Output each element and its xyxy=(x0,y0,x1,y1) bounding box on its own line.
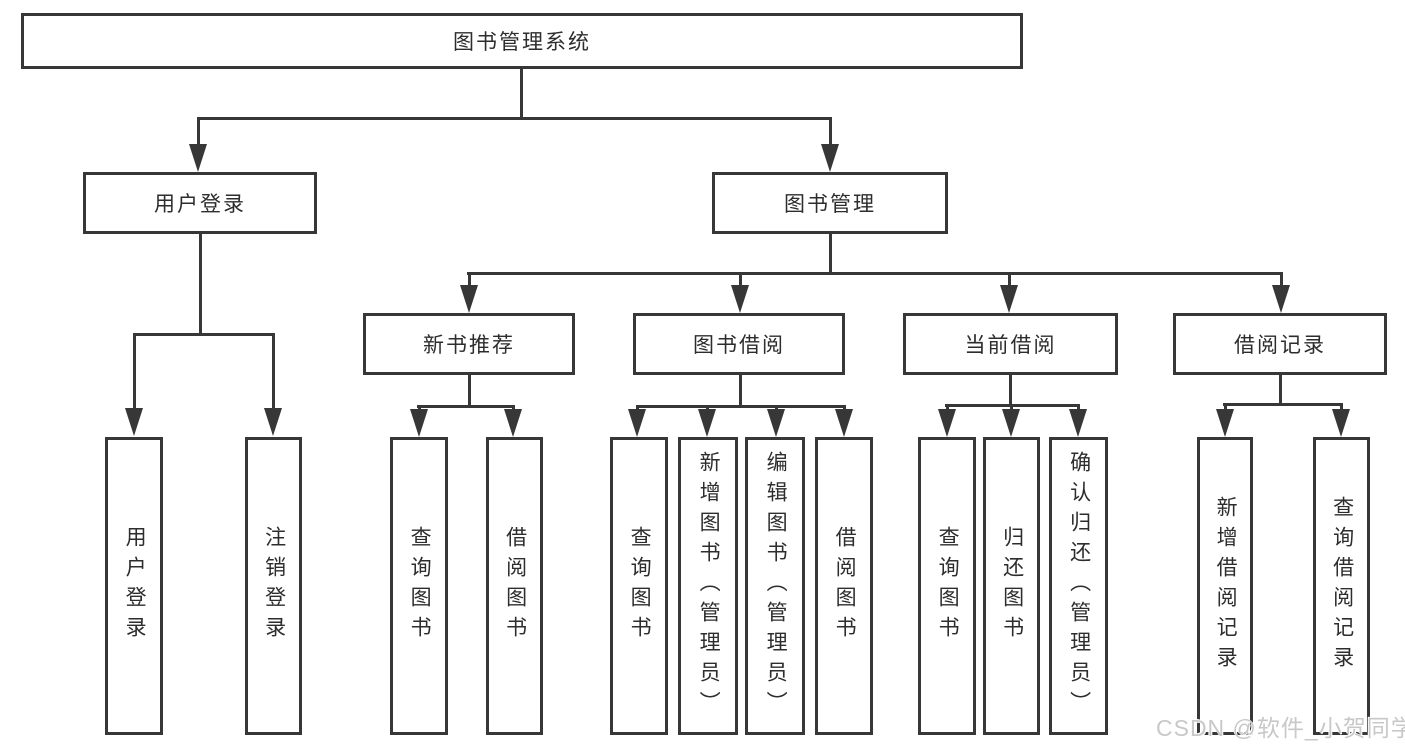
arrow-down-icon xyxy=(1216,409,1234,437)
arrow-down-icon xyxy=(1000,285,1018,313)
connector-line xyxy=(829,117,832,147)
connector-line xyxy=(1279,375,1282,405)
node-user-login-label: 用户登录 xyxy=(154,193,246,216)
connector-line xyxy=(1008,272,1011,288)
node-leaf-query-books-borrow: 查询图书 xyxy=(610,437,668,735)
connector-line xyxy=(1224,403,1227,413)
connector-line xyxy=(1280,272,1283,288)
node-current-borrowing: 当前借阅 xyxy=(903,313,1118,375)
connector-line xyxy=(133,333,136,411)
node-leaf-add-book-admin: 新增图书（管理员） xyxy=(678,437,738,735)
connector-line xyxy=(636,405,846,408)
arrow-down-icon xyxy=(767,409,785,437)
connector-line xyxy=(197,117,200,147)
watermark: CSDN @软件_小贺同学 xyxy=(1156,715,1405,741)
node-current-borrowing-label: 当前借阅 xyxy=(964,334,1057,357)
arrow-down-icon xyxy=(938,409,956,437)
node-library-system-label: 图书管理系统 xyxy=(453,31,591,54)
arrow-down-icon xyxy=(835,409,853,437)
node-book-management: 图书管理 xyxy=(712,172,948,234)
arrow-down-icon xyxy=(189,144,207,172)
arrow-down-icon xyxy=(1272,285,1290,313)
leaf-label: 查询图书 xyxy=(628,526,652,646)
node-user-login: 用户登录 xyxy=(83,172,317,234)
node-leaf-return-books: 归还图书 xyxy=(983,437,1040,735)
node-leaf-query-books-recommend: 查询图书 xyxy=(390,437,448,735)
node-borrowing-records-label: 借阅记录 xyxy=(1234,334,1326,357)
connector-line xyxy=(197,117,832,120)
node-library-system: 图书管理系统 xyxy=(21,13,1023,69)
leaf-label: 查询图书 xyxy=(408,526,432,646)
arrow-down-icon xyxy=(821,144,839,172)
arrow-down-icon xyxy=(125,408,143,436)
node-new-book-recommend-label: 新书推荐 xyxy=(423,334,515,357)
node-leaf-query-borrow-record: 查询借阅记录 xyxy=(1313,437,1370,735)
node-book-management-label: 图书管理 xyxy=(784,193,876,216)
node-leaf-query-books-current: 查询图书 xyxy=(918,437,976,735)
connector-line xyxy=(1077,404,1080,413)
connector-line xyxy=(739,375,742,407)
node-leaf-borrow-books: 借阅图书 xyxy=(815,437,873,735)
connector-line xyxy=(417,405,515,408)
arrow-down-icon xyxy=(460,285,478,313)
arrow-down-icon xyxy=(1002,409,1020,437)
arrow-down-icon xyxy=(410,409,428,437)
connector-line xyxy=(199,234,202,335)
connector-line xyxy=(133,333,274,336)
arrow-down-icon xyxy=(504,409,522,437)
leaf-label: 归还图书 xyxy=(1000,526,1024,646)
leaf-label: 新增借阅记录 xyxy=(1214,496,1238,676)
node-leaf-user-login: 用户登录 xyxy=(105,437,163,735)
leaf-label: 借阅图书 xyxy=(503,526,527,646)
node-new-book-recommend: 新书推荐 xyxy=(363,313,575,375)
connector-line xyxy=(946,404,949,413)
leaf-label: 查询图书 xyxy=(936,526,960,646)
connector-line xyxy=(468,272,471,288)
node-leaf-edit-book-admin: 编辑图书（管理员） xyxy=(745,437,805,735)
arrow-down-icon xyxy=(1332,409,1350,437)
leaf-label: 确认归还（管理员） xyxy=(1067,451,1091,721)
connector-line xyxy=(739,272,742,288)
arrow-down-icon xyxy=(731,285,749,313)
leaf-label: 用户登录 xyxy=(123,526,147,646)
node-leaf-confirm-return-admin: 确认归还（管理员） xyxy=(1049,437,1108,735)
connector-line xyxy=(467,272,1283,275)
node-book-borrowing: 图书借阅 xyxy=(633,313,845,375)
connector-line xyxy=(1009,375,1012,406)
leaf-label: 注销登录 xyxy=(262,526,286,646)
node-leaf-logout: 注销登录 xyxy=(245,437,302,735)
leaf-label: 编辑图书（管理员） xyxy=(764,451,788,721)
connector-line xyxy=(829,233,832,274)
connector-line xyxy=(1010,404,1013,413)
connector-line xyxy=(468,375,471,407)
node-leaf-add-borrow-record: 新增借阅记录 xyxy=(1197,437,1253,735)
arrow-down-icon xyxy=(698,409,716,437)
node-book-borrowing-label: 图书借阅 xyxy=(693,334,785,357)
connector-line xyxy=(520,69,523,119)
leaf-label: 查询借阅记录 xyxy=(1330,496,1354,676)
node-borrowing-records: 借阅记录 xyxy=(1173,313,1387,375)
connector-line xyxy=(272,333,275,411)
connector-line xyxy=(1340,403,1343,413)
leaf-label: 借阅图书 xyxy=(833,526,857,646)
node-leaf-borrow-books-recommend: 借阅图书 xyxy=(486,437,543,735)
leaf-label: 新增图书（管理员） xyxy=(697,451,721,721)
arrow-down-icon xyxy=(628,409,646,437)
arrow-down-icon xyxy=(1069,409,1087,437)
connector-line xyxy=(1223,403,1343,406)
arrow-down-icon xyxy=(264,408,282,436)
